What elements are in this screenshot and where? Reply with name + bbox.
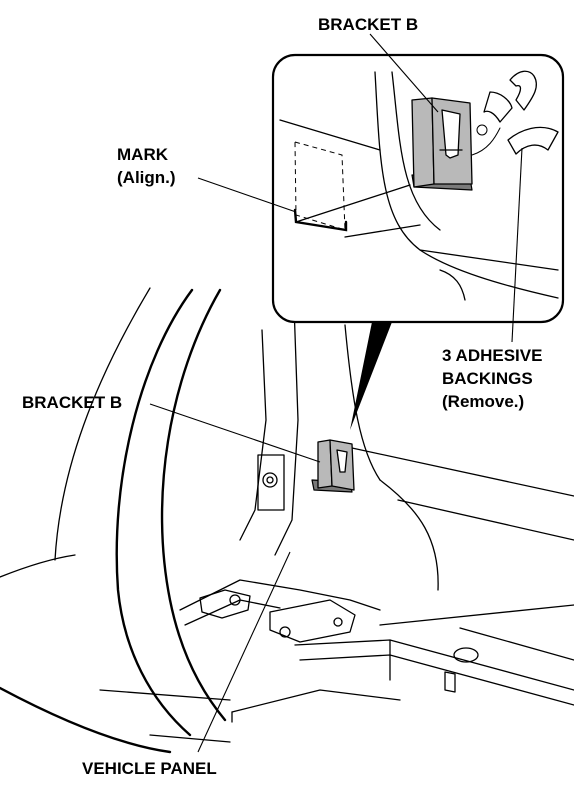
floor-hole xyxy=(453,647,479,663)
leader-bracket-b-top xyxy=(369,33,439,113)
bracket-b-installed xyxy=(311,439,355,493)
labels: BRACKET B MARK (Align.) 3 ADHESIVE BACKI… xyxy=(22,15,542,778)
adhesive-backing-small xyxy=(476,124,488,136)
callout-wedge xyxy=(350,322,392,430)
adhesive-backing-1 xyxy=(483,91,513,123)
leader-lines xyxy=(149,33,523,753)
wheel-arch-inner xyxy=(115,288,194,737)
pillar-recess xyxy=(257,454,285,511)
label-mark-line2: (Align.) xyxy=(117,168,176,187)
label-bracket-b-top: BRACKET B xyxy=(318,15,418,34)
inset-bracket-clip xyxy=(441,109,461,159)
leader-adhesive xyxy=(511,147,523,343)
pillar-rear-edge xyxy=(344,324,381,481)
sill-line-lower xyxy=(397,499,574,541)
label-adhesive-line3: (Remove.) xyxy=(442,392,524,411)
label-adhesive-line2: BACKINGS xyxy=(442,369,533,388)
label-vehicle-panel: VEHICLE PANEL xyxy=(82,759,217,778)
sill-plate-center xyxy=(269,599,356,643)
inset-hook-curve xyxy=(439,269,466,301)
inset-sill-line xyxy=(419,249,559,271)
detail-inset xyxy=(271,53,565,324)
callout-pointer xyxy=(350,322,392,430)
sill-bolt-right xyxy=(333,617,343,627)
detail-inset-frame xyxy=(271,53,565,324)
adhesive-link-curve xyxy=(471,127,501,156)
floor-line-a xyxy=(99,689,231,701)
inset-bracket-shadow-line xyxy=(295,184,411,223)
inset-line-upper xyxy=(279,119,381,151)
label-mark-line1: MARK xyxy=(117,145,169,164)
floor-line-b xyxy=(231,689,401,713)
floor-rear-line xyxy=(379,604,574,626)
arch-lower-line xyxy=(0,554,76,578)
floor-tab xyxy=(444,671,456,693)
vehicle-body-linework xyxy=(0,287,574,754)
pillar-hole xyxy=(262,472,278,488)
leader-bracket-b-left xyxy=(149,403,321,463)
sill-plate-left xyxy=(199,589,251,619)
adhesive-backing-2 xyxy=(509,70,538,111)
inset-mark-outline xyxy=(294,141,346,231)
inset-bracket-left-tab xyxy=(411,97,435,188)
sill-bolt-left xyxy=(229,594,241,606)
pillar-hole-inner xyxy=(266,476,274,484)
sill-lower-rail xyxy=(294,639,574,691)
label-bracket-b-left: BRACKET B xyxy=(22,393,122,412)
label-adhesive-line1: 3 ADHESIVE xyxy=(442,346,542,365)
bracket-b-slot xyxy=(336,449,348,473)
sill-lower-curve xyxy=(0,686,172,754)
sill-lower-rail-2 xyxy=(299,654,574,706)
inset-mark-edge xyxy=(293,208,348,232)
inset-pillar-curve-2 xyxy=(391,71,441,231)
pillar-edge-left xyxy=(239,329,267,541)
leader-vehicle-panel xyxy=(197,551,291,753)
inset-floor-line xyxy=(344,224,421,238)
leader-mark xyxy=(197,177,297,213)
sill-bolt-center xyxy=(279,626,291,638)
wheel-arch-edge xyxy=(160,288,227,722)
sill-line-upper xyxy=(351,447,574,497)
sill-top-edge xyxy=(179,579,381,611)
arch-outer-line xyxy=(54,287,151,561)
floor-line-d xyxy=(149,734,231,743)
pillar-rear-curve xyxy=(379,479,439,591)
pillar-edge-right xyxy=(274,304,299,556)
floor-rib xyxy=(459,627,574,661)
